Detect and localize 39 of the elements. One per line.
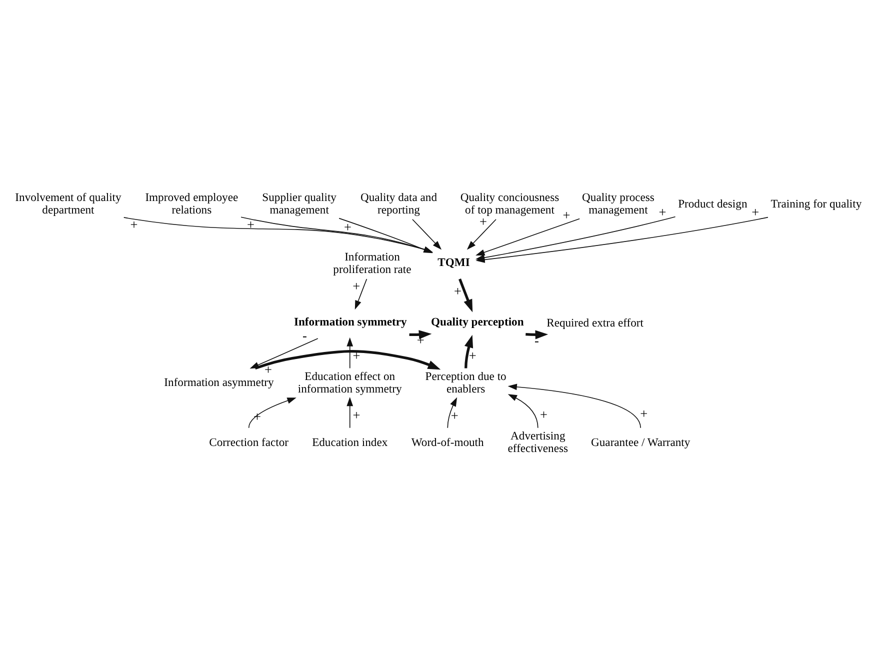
edge-label: + xyxy=(352,348,360,363)
edge-label: + xyxy=(454,283,462,298)
node-text: Information asymmetry xyxy=(164,376,274,390)
node-text: Quality perception xyxy=(431,316,524,329)
node-text: Quality conciousness of top management xyxy=(460,191,560,216)
node-text: Information symmetry xyxy=(294,316,407,329)
edge-label: + xyxy=(352,408,360,423)
node-text: Training for quality xyxy=(770,197,862,210)
edge-label: + xyxy=(247,217,255,232)
node-text: Information proliferation rate xyxy=(333,250,412,276)
node-text: Perception due to enablers xyxy=(425,370,506,396)
edge-label: + xyxy=(344,219,352,234)
node-text: Advertising effectiveness xyxy=(508,430,568,456)
edge-label: + xyxy=(130,217,138,232)
node-text: Word-of-mouth xyxy=(411,436,484,449)
edge-label: + xyxy=(640,406,648,422)
node-text: Product design xyxy=(678,197,748,210)
edge-label: + xyxy=(540,407,548,422)
edge-label: + xyxy=(468,348,476,364)
node-text: TQMI xyxy=(438,256,470,270)
node-text: Required extra effort xyxy=(546,316,644,330)
node-text: Correction factor xyxy=(209,436,289,449)
edge-label: + xyxy=(752,204,760,220)
edge-label: + xyxy=(450,408,458,423)
edge-label: + xyxy=(264,362,272,377)
node-text: Guarantee / Warranty xyxy=(591,436,690,449)
edge-label: + xyxy=(658,204,666,220)
node-text: Involvement of quality department xyxy=(15,191,122,216)
node-text: Quality data and reporting xyxy=(360,191,438,216)
node-text: Improved employee relations xyxy=(145,191,238,216)
node-text: Education index xyxy=(312,436,388,449)
node-text: Supplier quality management xyxy=(262,191,336,216)
edge-label: + xyxy=(352,278,360,294)
edge-label: + xyxy=(562,207,570,222)
edge-label: - xyxy=(534,332,539,348)
edge-label: + xyxy=(480,214,488,230)
node-text: Quality process management xyxy=(582,191,654,216)
node-text: Education effect on information symmetry xyxy=(298,370,402,396)
edge-label: - xyxy=(302,328,307,344)
